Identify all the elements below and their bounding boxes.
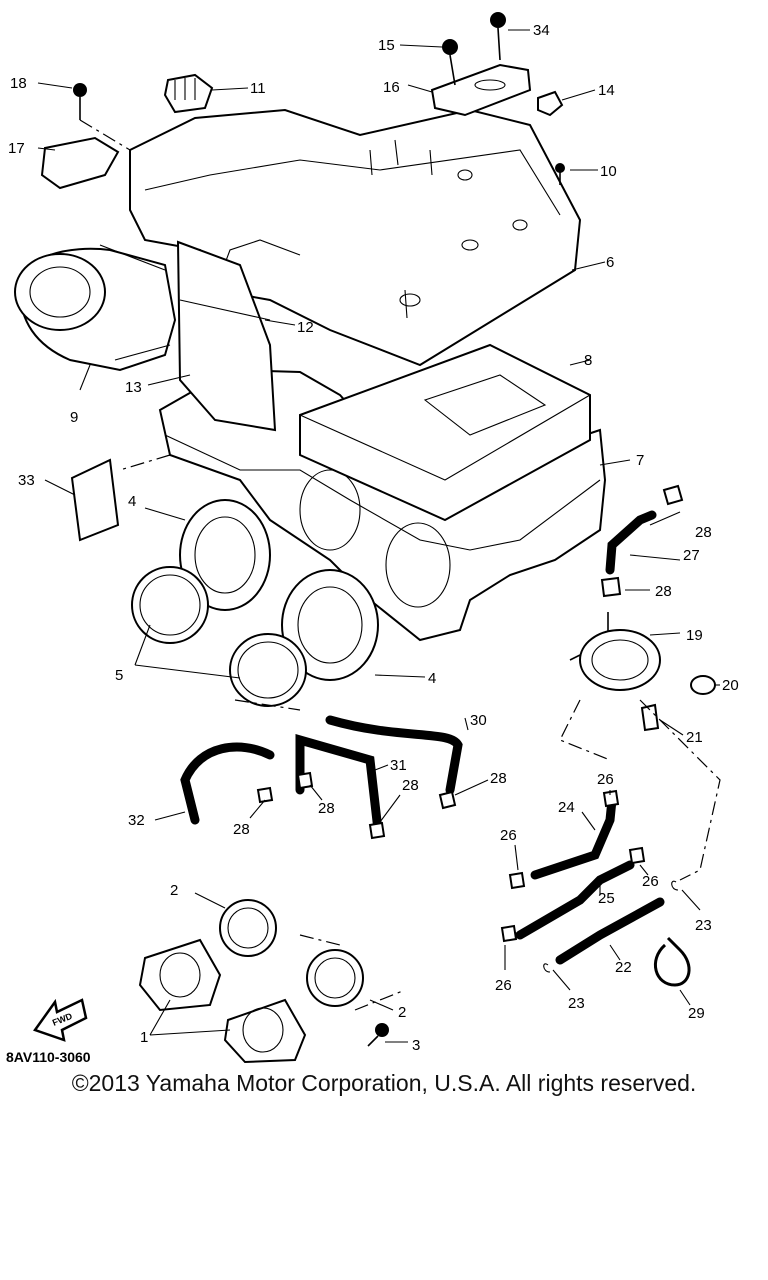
- callout-label: 14: [598, 82, 615, 99]
- fwd-arrow-icon: FWD: [33, 998, 88, 1042]
- callout-label: 34: [533, 22, 550, 39]
- top-bracket-assembly: [430, 12, 565, 185]
- callout-label: 12: [297, 319, 314, 336]
- callout-label: 31: [390, 757, 407, 774]
- diagram-code: 8AV110-3060: [6, 1049, 91, 1065]
- clamps-2: [219, 899, 364, 1007]
- callout-label: 1: [140, 1029, 148, 1046]
- callout-label: 15: [378, 37, 395, 54]
- callout-label: 6: [606, 254, 614, 271]
- hoses-30-31-32: [180, 715, 463, 835]
- callout-label: 27: [683, 547, 700, 564]
- callout-label: 23: [568, 995, 585, 1012]
- callout-label: 3: [412, 1037, 420, 1054]
- callout-label: 30: [470, 712, 487, 729]
- callout-label: 26: [500, 827, 517, 844]
- air-filter-element: [299, 343, 591, 522]
- fuel-hoses: [515, 510, 665, 965]
- callout-label: 4: [128, 493, 136, 510]
- callout-label: 4: [428, 670, 436, 687]
- bracket-17: [40, 83, 120, 190]
- callout-label: 22: [615, 959, 632, 976]
- callout-numbers: 1 2 2 3 4 4 5 6 7 8 9 10 11 12 13 14 15 …: [8, 22, 739, 1054]
- callout-label: 18: [10, 75, 27, 92]
- callout-label: 19: [686, 627, 703, 644]
- copyright-notice: ©2013 Yamaha Motor Corporation, U.S.A. A…: [71, 1070, 697, 1096]
- callout-label: 20: [722, 677, 739, 694]
- callout-label: 32: [128, 812, 145, 829]
- air-box-cover: [129, 108, 582, 367]
- callout-label: 26: [495, 977, 512, 994]
- callout-label: 16: [383, 79, 400, 96]
- callout-label: 11: [250, 80, 266, 97]
- callout-label: 21: [686, 729, 703, 746]
- guide-plates: [176, 240, 277, 432]
- callout-label: 29: [688, 1005, 705, 1022]
- callout-label: 5: [115, 667, 123, 684]
- callout-label: 26: [642, 873, 659, 890]
- callout-label: 28: [695, 524, 712, 541]
- callout-label: 28: [318, 800, 335, 817]
- callout-label: 10: [600, 163, 617, 180]
- leader-lines: [37, 29, 720, 1043]
- clamps-5: [131, 566, 307, 707]
- assembly-lines: [79, 119, 721, 1011]
- callout-label: 8: [584, 352, 592, 369]
- screw-3: [367, 1023, 389, 1047]
- callout-label: 2: [170, 882, 178, 899]
- callout-label: 13: [125, 379, 142, 396]
- callout-label: 9: [70, 409, 78, 426]
- callout-label: 24: [558, 799, 575, 816]
- carb-joints-1: [138, 938, 307, 1064]
- callout-label: 28: [233, 821, 250, 838]
- rubber-joints-4: [179, 499, 379, 681]
- callout-label: 28: [490, 770, 507, 787]
- cover-plate-33: [70, 458, 120, 542]
- callout-label: 25: [598, 890, 615, 907]
- callout-label: 7: [636, 452, 644, 469]
- callout-label: 23: [695, 917, 712, 934]
- callout-label: 33: [18, 472, 35, 489]
- callout-label: 2: [398, 1004, 406, 1021]
- callout-label: 26: [597, 771, 614, 788]
- exploded-parts-diagram: FWD 8AV110-3060 1 2 2 3 4 4 5 6 7 8 9 10…: [6, 12, 739, 1065]
- hose-clips: [256, 484, 691, 987]
- air-intake-duct: [14, 244, 177, 372]
- fuel-pump-19: [569, 612, 716, 732]
- callout-label: 17: [8, 140, 25, 157]
- callout-label: 28: [402, 777, 419, 794]
- clip-11: [163, 73, 214, 114]
- callout-label: 28: [655, 583, 672, 600]
